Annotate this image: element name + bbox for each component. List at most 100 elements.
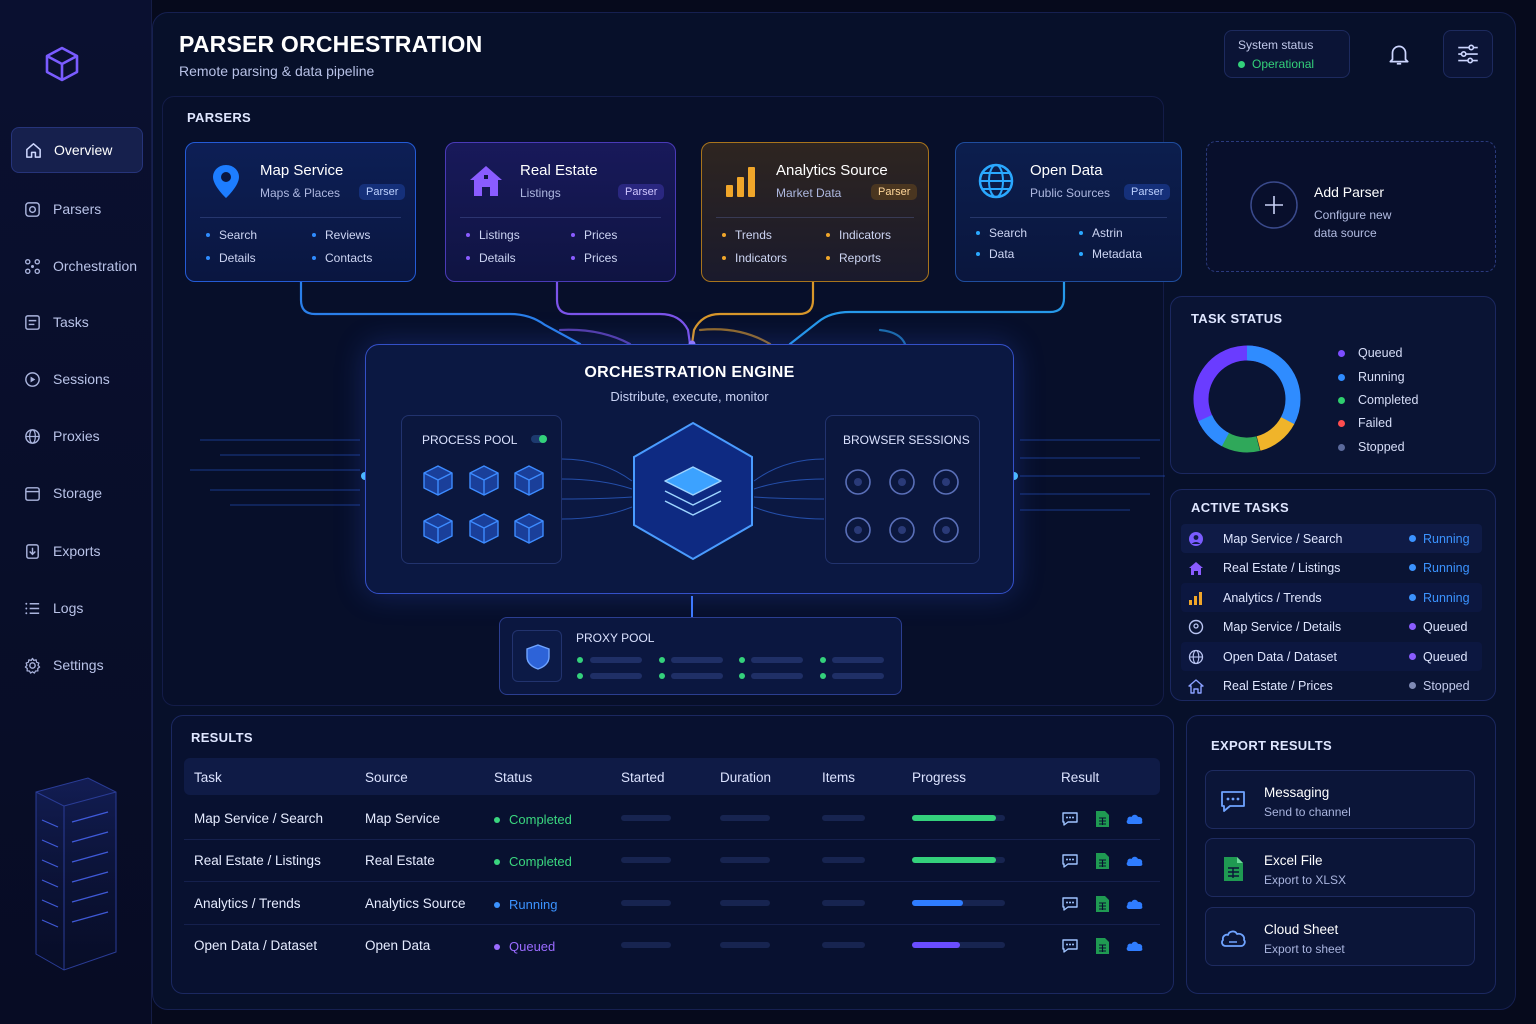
export-messaging-button[interactable]: Messaging Send to channel <box>1205 770 1475 829</box>
sidebar-item-label: Settings <box>53 657 104 673</box>
progress-bar <box>912 857 1005 863</box>
feature-item: Listings <box>466 228 520 242</box>
bar-chart-icon <box>726 167 755 197</box>
feature-item: Prices <box>571 251 617 265</box>
cell-source: Analytics Source <box>365 896 466 911</box>
feature-item: Search <box>206 228 257 242</box>
cell-items-placeholder <box>822 857 865 863</box>
active-task-row[interactable]: Real Estate / Prices Stopped <box>1181 671 1482 700</box>
sidebar-item-exports[interactable]: Exports <box>11 528 143 574</box>
active-task-row[interactable]: Analytics / Trends Running <box>1181 583 1482 612</box>
cell-task: Map Service / Search <box>194 811 324 826</box>
page-subtitle: Remote parsing & data pipeline <box>179 63 375 79</box>
sidebar-item-overview[interactable]: Overview <box>11 127 143 173</box>
globe-icon <box>1188 649 1204 664</box>
col-task[interactable]: Task <box>194 770 222 785</box>
export-name: Excel File <box>1264 853 1323 868</box>
chat-icon[interactable] <box>1061 852 1079 870</box>
status-badge: Queued <box>494 939 555 954</box>
active-task-row[interactable]: Real Estate / Listings Running <box>1181 553 1482 582</box>
status-badge: Running <box>494 897 557 912</box>
cell-duration-placeholder <box>720 942 770 948</box>
feature-item: Trends <box>722 228 772 242</box>
progress-fill <box>912 815 996 821</box>
cell-task: Analytics / Trends <box>194 896 301 911</box>
orchestration-icon <box>24 258 41 274</box>
col-result[interactable]: Result <box>1061 770 1100 785</box>
engine-title: ORCHESTRATION ENGINE <box>584 364 795 381</box>
active-task-row[interactable]: Map Service / Search Running <box>1181 524 1482 553</box>
sidebar-item-orchestration[interactable]: Orchestration <box>11 243 143 289</box>
cell-duration-placeholder <box>720 857 770 863</box>
sidebar-item-logs[interactable]: Logs <box>11 585 143 631</box>
export-excel-button[interactable]: Excel File Export to XLSX <box>1205 838 1475 897</box>
card-divider <box>460 217 661 218</box>
active-task-row[interactable]: Map Service / Details Queued <box>1181 612 1482 641</box>
parser-name: Map Service <box>260 162 344 179</box>
cell-task: Open Data / Dataset <box>194 938 318 953</box>
active-task-row[interactable]: Open Data / Dataset Queued <box>1181 642 1482 671</box>
cloud-icon[interactable] <box>1125 810 1143 828</box>
col-source[interactable]: Source <box>365 770 408 785</box>
sidebar-item-settings[interactable]: Settings <box>11 642 143 688</box>
parser-card-map-service[interactable]: Map Service Maps & Places Parser Search … <box>185 142 416 282</box>
table-row[interactable] <box>184 797 1160 840</box>
task-status-donut-chart <box>1193 345 1301 453</box>
map-pin-icon <box>1189 531 1203 546</box>
table-row[interactable] <box>184 839 1160 882</box>
chat-icon[interactable] <box>1061 895 1079 913</box>
process-pool-toggle[interactable] <box>531 435 547 443</box>
spreadsheet-icon[interactable] <box>1093 895 1111 913</box>
parser-card-analytics-source[interactable]: Analytics Source Market Data Parser Tren… <box>701 142 929 282</box>
progress-bar <box>912 900 1005 906</box>
parser-card-open-data[interactable]: Open Data Public Sources Parser Search A… <box>955 142 1182 282</box>
sidebar-item-tasks[interactable]: Tasks <box>11 299 143 345</box>
bell-icon <box>1389 45 1409 65</box>
cell-source: Open Data <box>365 938 431 953</box>
notifications-button[interactable] <box>1374 30 1424 78</box>
proxy-list-indicators <box>577 657 884 679</box>
cell-started-placeholder <box>621 900 671 906</box>
parser-name: Open Data <box>1030 162 1103 179</box>
parser-sub: Public Sources <box>1030 186 1111 200</box>
sidebar-item-parsers[interactable]: Parsers <box>11 186 143 232</box>
cloud-icon[interactable] <box>1125 895 1143 913</box>
col-duration[interactable]: Duration <box>720 770 772 785</box>
cell-started-placeholder <box>621 942 671 948</box>
proxy-pool-title: PROXY POOL <box>576 631 655 645</box>
chat-icon[interactable] <box>1061 937 1079 955</box>
add-parser-button[interactable]: Add Parser Configure new data source <box>1206 141 1496 272</box>
browser-session-slots-icon <box>845 469 959 543</box>
parser-icon <box>25 201 40 217</box>
add-parser-line1: Configure new <box>1314 208 1392 222</box>
cloud-icon[interactable] <box>1125 852 1143 870</box>
chat-icon[interactable] <box>1061 810 1079 828</box>
cloud-icon[interactable] <box>1125 937 1143 955</box>
spreadsheet-icon[interactable] <box>1093 937 1111 955</box>
spreadsheet-icon[interactable] <box>1093 852 1111 870</box>
spreadsheet-icon[interactable] <box>1093 810 1111 828</box>
filters-button[interactable] <box>1443 30 1493 78</box>
col-status[interactable]: Status <box>494 770 533 785</box>
status-dot-icon <box>1238 60 1245 68</box>
sidebar-item-label: Orchestration <box>53 258 138 274</box>
add-parser-line2: data source <box>1314 226 1377 240</box>
sidebar-item-storage[interactable]: Storage <box>11 470 143 516</box>
parser-card-real-estate[interactable]: Real Estate Listings Parser Listings Pri… <box>445 142 676 282</box>
col-started[interactable]: Started <box>621 770 665 785</box>
table-row[interactable] <box>184 882 1160 925</box>
col-items[interactable]: Items <box>822 770 856 785</box>
engine-subtitle: Distribute, execute, monitor <box>610 389 769 404</box>
card-divider <box>970 217 1167 218</box>
system-status-value: Operational <box>1252 57 1315 71</box>
export-cloud-sheet-button[interactable]: Cloud Sheet Export to sheet <box>1205 907 1475 966</box>
system-status-value-wrap: Operational <box>1238 57 1336 71</box>
cube-logo-icon[interactable] <box>42 44 82 84</box>
add-parser-title: Add Parser <box>1314 184 1385 200</box>
sidebar-item-sessions[interactable]: Sessions <box>11 356 143 402</box>
col-progress[interactable]: Progress <box>912 770 967 785</box>
progress-fill <box>912 942 961 948</box>
sidebar-item-proxies[interactable]: Proxies <box>11 413 143 459</box>
feature-item: Metadata <box>1079 247 1142 261</box>
table-row[interactable] <box>184 925 1160 968</box>
